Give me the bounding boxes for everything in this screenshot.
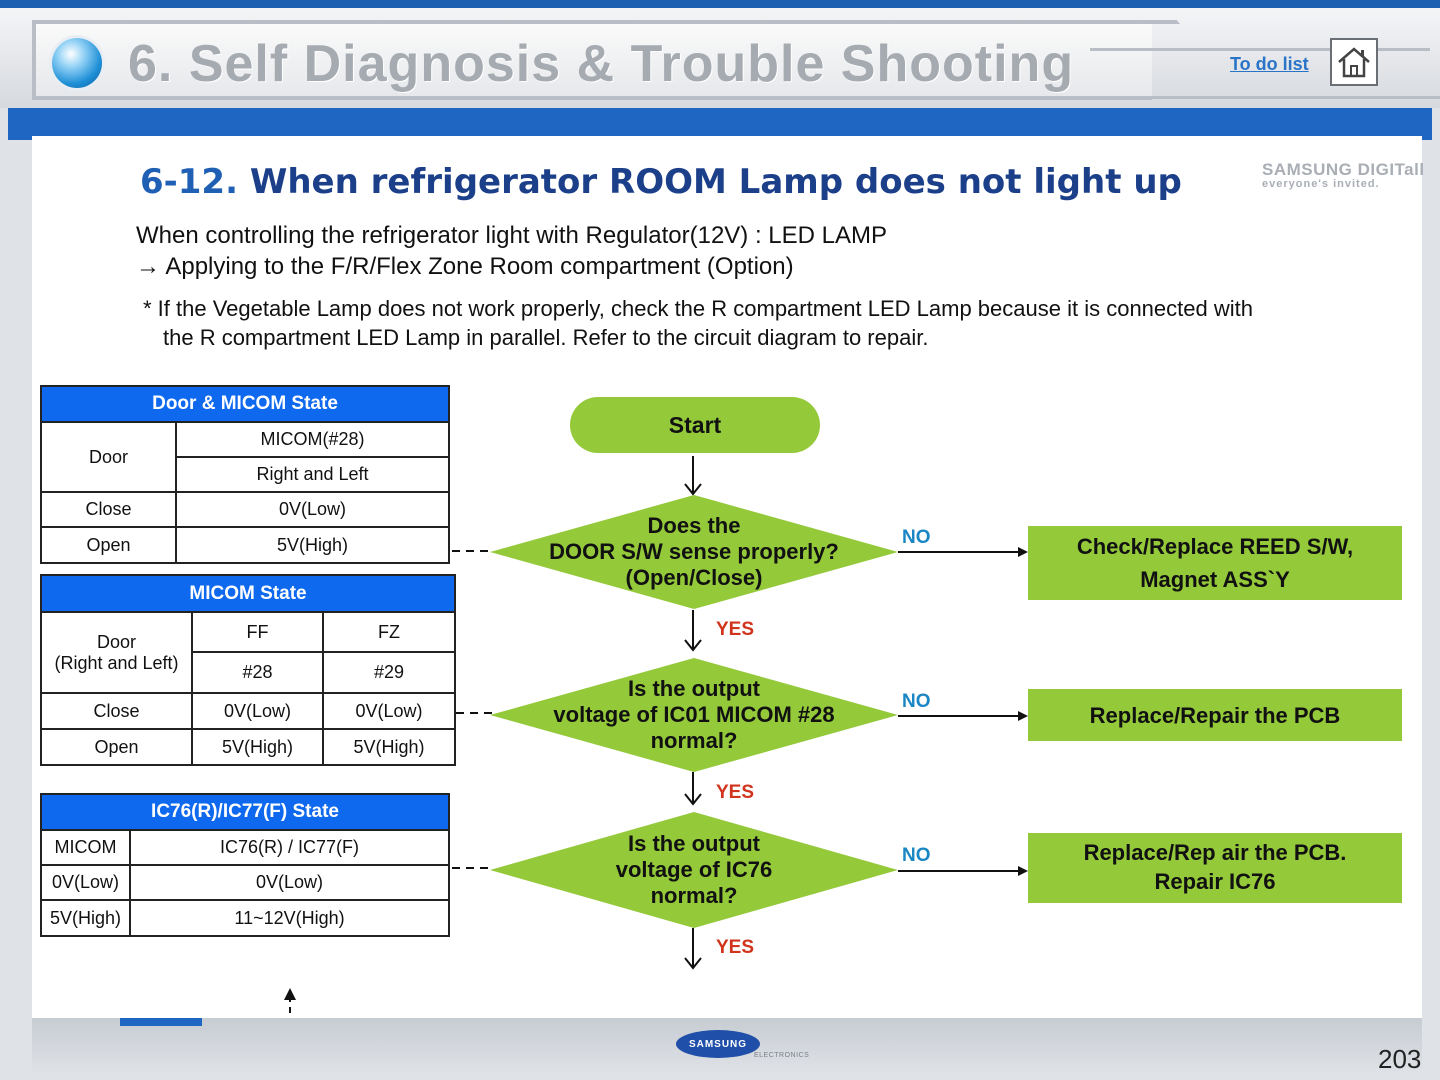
table-cell: FF — [191, 611, 324, 653]
table-cell: Door — [40, 421, 177, 493]
table-row: Open 5V(High) 5V(High) — [40, 728, 457, 766]
intro-line-2: → Applying to the F/R/Flex Zone Room com… — [136, 253, 794, 280]
table-cell: 5V(High) — [175, 526, 450, 564]
decision-text: Does the — [647, 513, 741, 539]
down-arrow-icon — [684, 928, 702, 970]
yes-label: YES — [716, 782, 755, 803]
table-cell: Close — [40, 491, 177, 528]
action-repair-ic76: Replace/Rep air the PCB. Repair IC76 — [1028, 833, 1402, 903]
table-cell: 0V(Low) — [321, 692, 457, 730]
section-title: 6-12. When refrigerator ROOM Lamp does n… — [140, 162, 1182, 202]
table-cell: FZ — [321, 611, 457, 653]
table-cell: #28 — [191, 651, 324, 694]
yes-label: YES — [716, 937, 755, 958]
header-line — [1150, 96, 1440, 99]
door-sub-label: (Right and Left) — [54, 652, 179, 673]
table-cell: Right and Left — [175, 456, 450, 493]
section-title-text: When refrigerator ROOM Lamp does not lig… — [249, 162, 1182, 202]
note-line-2: the R compartment LED Lamp in parallel. … — [163, 325, 929, 350]
no-label: NO — [902, 527, 931, 548]
table-cell: MICOM(#28) — [175, 421, 450, 458]
down-arrow-icon — [684, 456, 702, 496]
table-cell: 0V(Low) — [175, 491, 450, 528]
table-cell: 11~12V(High) — [128, 899, 451, 937]
action-check-reed-switch: Check/Replace REED S/W, Magnet ASS`Y — [1028, 526, 1402, 600]
table-cell: #29 — [321, 651, 457, 694]
diamond-shape — [490, 658, 898, 772]
table-cell: 0V(Low) — [128, 864, 451, 901]
decision-text: voltage of IC01 MICOM #28 — [553, 702, 835, 728]
ic76-ic77-state-table: IC76(R)/IC77(F) State MICOM IC76(R) / IC… — [39, 793, 451, 937]
footer-accent — [120, 1018, 202, 1026]
table-row: Open 5V(High) — [40, 526, 450, 564]
table-cell: MICOM — [40, 829, 131, 866]
table-row: 0V(Low) 0V(Low) — [40, 864, 451, 901]
samsung-logo-oval: SAMSUNG — [676, 1030, 760, 1058]
diamond-shape — [490, 495, 898, 609]
decision-text: normal? — [650, 882, 738, 908]
samsung-digitall-logo: SAMSUNG DIGITall everyone's invited. — [1262, 160, 1425, 190]
decision-text: Is the output — [628, 676, 760, 702]
down-arrow-icon — [684, 772, 702, 806]
action-text: Magnet ASS`Y — [1140, 567, 1290, 592]
decision-text: DOOR S/W sense properly? — [549, 539, 839, 565]
home-button[interactable] — [1330, 38, 1378, 86]
door-micom-state-table: Door & MICOM State Door MICOM(#28) Right… — [40, 385, 450, 564]
micom-state-table: MICOM State Door (Right and Left) FF FZ … — [39, 574, 457, 766]
action-text: Replace/Rep air the PCB. — [1083, 840, 1347, 866]
table-cell: 5V(High) — [40, 899, 131, 937]
door-label: Door — [96, 631, 136, 652]
table-cell: 5V(High) — [321, 728, 457, 766]
yes-label: YES — [716, 619, 755, 640]
section-number: 6-12. — [140, 162, 238, 202]
action-replace-pcb: Replace/Repair the PCB — [1028, 689, 1402, 741]
up-arrow-icon — [284, 988, 296, 1020]
samsung-electronics-logo: SAMSUNG ELECTRONICS — [676, 1030, 809, 1064]
flow-start: Start — [570, 397, 820, 453]
table-row: Close 0V(Low) 0V(Low) — [40, 692, 457, 730]
decision-text: normal? — [650, 727, 738, 753]
page-number: 203 — [1378, 1044, 1422, 1074]
table-cell: 5V(High) — [191, 728, 324, 766]
decision-ic76-output: Is the output voltage of IC76 normal? — [490, 812, 898, 928]
table-cell: Open — [40, 728, 193, 766]
page-title: 6. Self Diagnosis & Trouble Shooting — [128, 35, 1075, 93]
table-cell: Close — [40, 692, 193, 730]
table-cell: Door (Right and Left) — [40, 611, 193, 694]
decision-text: voltage of IC76 — [615, 857, 773, 883]
brand-logo-text: SAMSUNG DIGITall — [1262, 160, 1425, 179]
top-stripe — [0, 0, 1440, 8]
table-row: Close 0V(Low) — [40, 491, 450, 528]
table-cell: IC76(R) / IC77(F) — [128, 829, 451, 866]
title-frame — [32, 20, 1152, 100]
action-text: Check/Replace REED S/W, — [1076, 534, 1354, 559]
action-text: Repair IC76 — [1154, 869, 1276, 894]
table-title: IC76(R)/IC77(F) State — [39, 793, 451, 831]
no-label: NO — [902, 845, 931, 866]
note-line-1: * If the Vegetable Lamp does not work pr… — [143, 296, 1253, 321]
todo-list-link[interactable]: To do list — [1230, 54, 1309, 74]
decision-micom-output: Is the output voltage of IC01 MICOM #28 … — [490, 658, 898, 772]
table-title: MICOM State — [39, 574, 457, 613]
decision-door-switch: Does the DOOR S/W sense properly? (Open/… — [490, 495, 898, 609]
table-cell: 0V(Low) — [40, 864, 131, 901]
table-cell: Open — [40, 526, 177, 564]
home-icon — [1338, 47, 1370, 78]
decision-text: (Open/Close) — [625, 564, 763, 590]
down-arrow-icon — [684, 610, 702, 652]
decision-text: Is the output — [628, 831, 760, 857]
globe-icon — [52, 38, 102, 88]
action-text: Replace/Repair the PCB — [1089, 702, 1341, 728]
diamond-shape — [490, 812, 898, 928]
intro-line-1: When controlling the refrigerator light … — [136, 222, 888, 249]
header-line — [1090, 48, 1430, 51]
no-label: NO — [902, 691, 931, 712]
samsung-logo-sub: ELECTRONICS — [754, 1052, 810, 1059]
blue-band — [8, 108, 1432, 140]
table-cell: 0V(Low) — [191, 692, 324, 730]
table-row: 5V(High) 11~12V(High) — [40, 899, 451, 937]
brand-logo-tagline: everyone's invited. — [1262, 178, 1380, 190]
table-title: Door & MICOM State — [40, 385, 450, 423]
